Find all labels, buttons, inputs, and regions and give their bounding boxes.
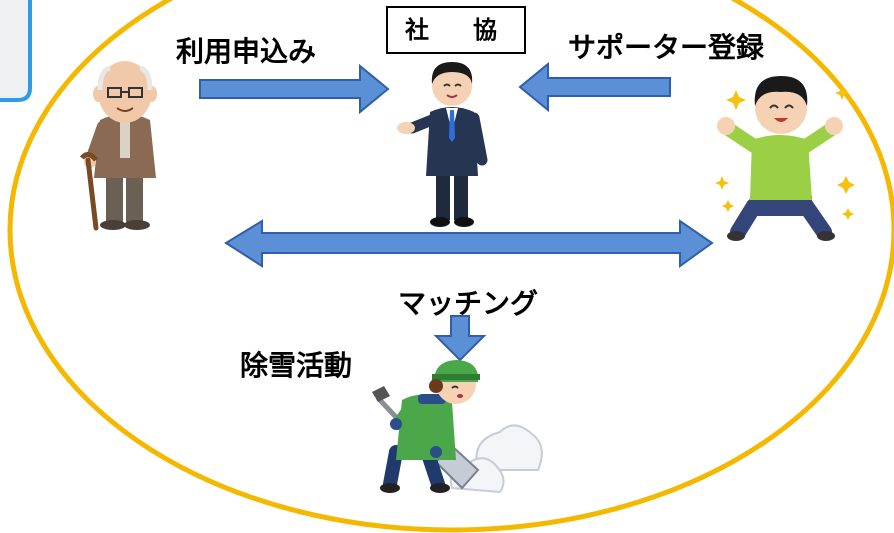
arrow-down-to-activity — [433, 315, 487, 362]
corner-panel — [0, 0, 32, 102]
label-matching: マッチング — [398, 287, 539, 320]
office-worker-icon — [397, 62, 488, 227]
community-ellipse — [7, 0, 894, 533]
label-apply: 利用申込み — [176, 35, 317, 68]
label-org: 社 協 — [386, 6, 526, 54]
person-shoveling-snow-icon — [372, 360, 543, 494]
arrow-matching-double — [224, 219, 714, 268]
label-supporter-registration: サポーター登録 — [568, 31, 765, 64]
cheerful-supporter-icon — [715, 76, 855, 241]
elderly-person-with-cane-icon — [80, 61, 157, 231]
label-snow-removal: 除雪活動 — [240, 349, 353, 382]
arrow-supporter-registration — [518, 61, 671, 113]
arrow-apply — [199, 63, 390, 115]
